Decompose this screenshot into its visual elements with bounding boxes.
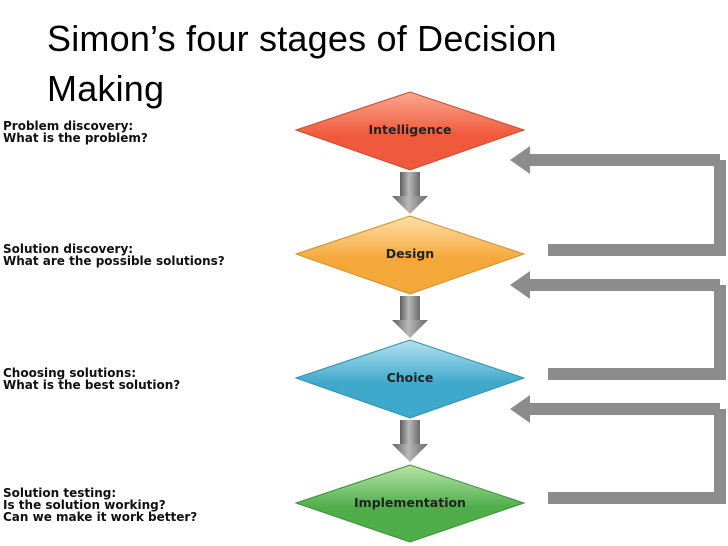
stage-description-line: Problem discovery: — [3, 119, 134, 133]
arrow-down-icon — [392, 196, 428, 214]
arrow-down-icon — [392, 320, 428, 338]
feedback-loops — [510, 146, 726, 504]
stage-description-design: Solution discovery: What are the possibl… — [3, 243, 225, 267]
stage-description-line: Can we make it work better? — [3, 510, 198, 524]
stage-diamond-implementation: Implementation — [294, 464, 526, 543]
stage-description-line: Solution testing: — [3, 486, 117, 500]
arrowhead-icon — [510, 146, 530, 174]
feedback-line — [548, 285, 726, 380]
arrowhead-icon — [510, 271, 530, 299]
stage-description-choice: Choosing solutions: What is the best sol… — [3, 367, 180, 391]
stage-label: Choice — [387, 370, 434, 385]
stage-description-line: What is the problem? — [3, 131, 148, 145]
stage-label: Intelligence — [368, 122, 451, 137]
down-arrow-3 — [392, 420, 428, 462]
stage-description-line: Solution discovery: — [3, 242, 134, 256]
stage-description-implementation: Solution testing: Is the solution workin… — [3, 487, 197, 523]
down-arrow-1 — [392, 172, 428, 214]
stage-diamond-intelligence: Intelligence — [294, 91, 526, 171]
feedback-loop-choice-to-design — [510, 271, 726, 380]
stage-description-line: What are the possible solutions? — [3, 254, 225, 268]
stage-diamond-choice: Choice — [294, 339, 526, 419]
diagram-title: Simon’s four stages of Decision Making — [47, 18, 557, 109]
down-arrow-2 — [392, 296, 428, 338]
stage-label: Implementation — [354, 495, 466, 510]
stage-description-intelligence: Problem discovery: What is the problem? — [3, 120, 148, 144]
feedback-loop-design-to-intelligence — [510, 146, 726, 256]
arrowhead-icon — [510, 395, 530, 423]
stage-label: Design — [386, 246, 434, 261]
feedback-line — [548, 160, 726, 256]
stage-description-line: What is the best solution? — [3, 378, 181, 392]
stage-description-line: Is the solution working? — [3, 498, 166, 512]
feedback-loop-implementation-to-choice — [510, 395, 726, 504]
arrow-down-icon — [392, 444, 428, 462]
stage-diamond-design: Design — [294, 215, 526, 295]
stage-description-line: Choosing solutions: — [3, 366, 137, 380]
feedback-line — [548, 409, 726, 504]
